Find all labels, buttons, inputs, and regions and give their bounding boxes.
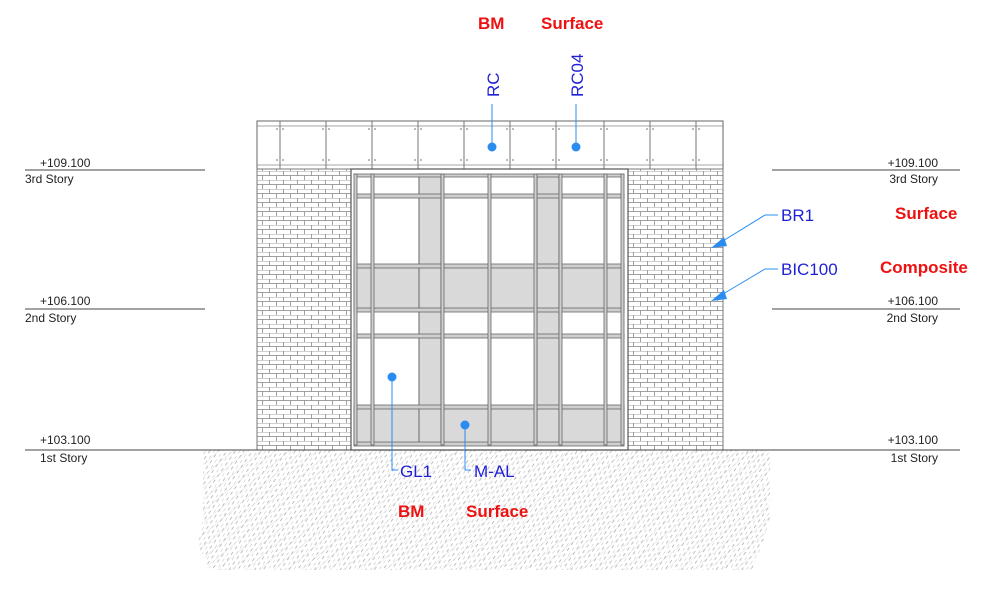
tag-rc: RC bbox=[484, 72, 503, 97]
level-elevation-2-right: +106.100 bbox=[888, 294, 939, 308]
level-name-2-left: 2nd Story bbox=[25, 311, 76, 325]
leader-br1 bbox=[717, 214, 778, 245]
level-elevation-3-left: +109.100 bbox=[40, 156, 91, 170]
leader-gl1 bbox=[391, 377, 398, 471]
level-elevation-1-left: +103.100 bbox=[40, 433, 91, 447]
brick-wall-right bbox=[627, 168, 724, 451]
marker-m-al[interactable] bbox=[460, 420, 470, 430]
header-right-surface: Surface bbox=[895, 204, 957, 223]
brick-wall-left bbox=[256, 168, 352, 451]
level-name-3-left: 3rd Story bbox=[25, 172, 74, 186]
marker-gl1[interactable] bbox=[387, 372, 397, 382]
tag-br1: BR1 bbox=[781, 206, 814, 225]
arrow-br1[interactable] bbox=[711, 237, 727, 248]
marker-rc04[interactable] bbox=[571, 142, 581, 152]
tag-gl1: GL1 bbox=[400, 462, 432, 481]
level-elevation-1-right: +103.100 bbox=[888, 433, 939, 447]
tag-m-al: M-AL bbox=[474, 462, 515, 481]
roof-parapet bbox=[256, 120, 724, 170]
marker-rc[interactable] bbox=[487, 142, 497, 152]
level-elevation-3-right: +109.100 bbox=[888, 156, 939, 170]
curtain-wall bbox=[350, 168, 629, 451]
header-top-surface: Surface bbox=[541, 14, 603, 33]
level-name-3-right: 3rd Story bbox=[889, 172, 938, 186]
header-top-bm: BM bbox=[478, 14, 504, 33]
tag-bic100: BIC100 bbox=[781, 260, 838, 279]
ground-hatch bbox=[198, 450, 770, 570]
level-name-1-right: 1st Story bbox=[891, 451, 938, 465]
level-name-1-left: 1st Story bbox=[40, 451, 87, 465]
leader-m-al bbox=[464, 425, 471, 471]
header-bottom-surface: Surface bbox=[466, 502, 528, 521]
level-elevation-2-left: +106.100 bbox=[40, 294, 91, 308]
header-right-composite: Composite bbox=[880, 258, 968, 277]
tag-rc04: RC04 bbox=[568, 54, 587, 97]
header-bottom-bm: BM bbox=[398, 502, 424, 521]
arrow-bic100[interactable] bbox=[711, 290, 727, 301]
level-name-2-right: 2nd Story bbox=[887, 311, 938, 325]
leader-bic100 bbox=[717, 268, 778, 298]
